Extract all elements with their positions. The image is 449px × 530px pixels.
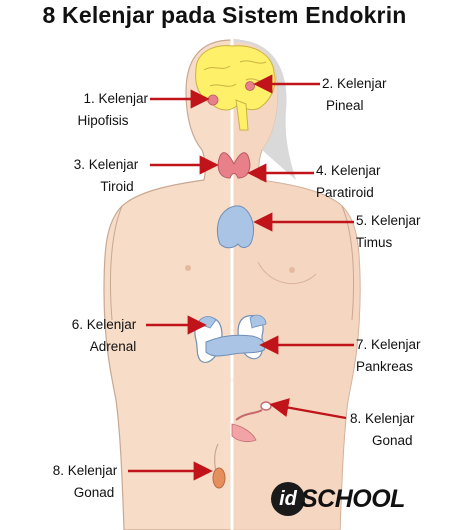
label-pineal: 2. Kelenjar Pineal xyxy=(322,73,387,117)
thymus-gland xyxy=(216,205,255,249)
arrow-gonad-female xyxy=(269,398,347,420)
label-gonad-female-line1: 8. Kelenjar xyxy=(350,411,415,426)
label-timus-line1: 5. Kelenjar xyxy=(356,213,421,228)
label-adrenal-line2: Adrenal xyxy=(89,339,137,354)
label-pineal-line1: 2. Kelenjar xyxy=(322,76,387,91)
label-gonad-male: 8. Kelenjar Gonad xyxy=(42,460,128,504)
label-paratiroid-line2: Paratiroid xyxy=(316,185,374,200)
label-timus: 5. Kelenjar Timus xyxy=(356,210,421,254)
logo-prefix: id xyxy=(271,482,305,516)
pineal-gland xyxy=(245,81,255,91)
label-tiroid-line2: Tiroid xyxy=(100,179,134,194)
label-gonad-male-line2: Gonad xyxy=(73,485,115,500)
adrenal-gland-right xyxy=(249,314,267,329)
idschool-logo: id SCHOOL xyxy=(271,480,405,520)
label-hipofisis-line1: 1. Kelenjar xyxy=(83,91,148,106)
label-timus-line2: Timus xyxy=(356,235,393,250)
label-tiroid: 3. Kelenjar Tiroid xyxy=(62,154,150,198)
label-gonad-male-line1: 8. Kelenjar xyxy=(52,463,118,478)
testis xyxy=(212,443,226,489)
label-tiroid-line1: 3. Kelenjar xyxy=(73,157,139,172)
label-hipofisis-line2: Hipofisis xyxy=(77,113,129,128)
label-adrenal-line1: 6. Kelenjar xyxy=(71,317,137,332)
label-adrenal: 6. Kelenjar Adrenal xyxy=(60,314,148,358)
label-gonad-female-line2: Gonad xyxy=(372,433,413,448)
pituitary-gland xyxy=(207,94,219,106)
logo-text: SCHOOL xyxy=(301,485,405,513)
label-gonad-female: 8. Kelenjar Gonad xyxy=(350,408,415,452)
diagram-title: 8 Kelenjar pada Sistem Endokrin xyxy=(42,2,407,28)
label-paratiroid-line1: 4. Kelenjar xyxy=(316,163,381,178)
label-pankreas-line1: 7. Kelenjar xyxy=(356,337,421,352)
label-pankreas: 7. Kelenjar Pankreas xyxy=(356,334,421,378)
label-hipofisis: 1. Kelenjar Hipofisis xyxy=(58,88,148,132)
label-paratiroid: 4. Kelenjar Paratiroid xyxy=(316,160,381,204)
label-pankreas-line2: Pankreas xyxy=(356,359,414,374)
label-pineal-line2: Pineal xyxy=(326,98,364,113)
